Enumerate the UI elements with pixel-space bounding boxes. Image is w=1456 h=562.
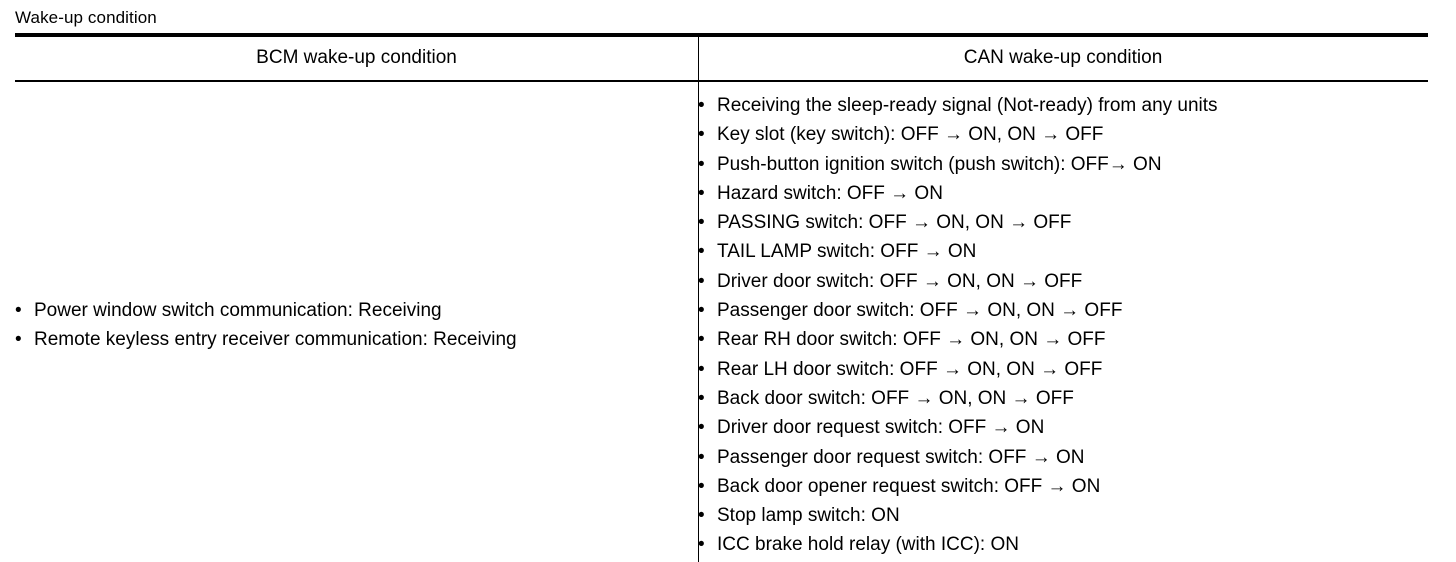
bullet-icon: • xyxy=(698,505,705,527)
bullet-icon: • xyxy=(698,300,705,322)
table-header-rule xyxy=(15,80,1428,82)
table-caption: Wake-up condition xyxy=(15,8,157,27)
cell-can-conditions: • Receiving the sleep-ready signal (Not-… xyxy=(698,82,1428,562)
table-header-row: BCM wake-up condition CAN wake-up condit… xyxy=(15,37,1428,80)
bullet-icon: • xyxy=(698,270,705,292)
list-item: • Rear RH door switch: OFF → ON, ON → OF… xyxy=(698,325,1428,354)
bullet-icon: • xyxy=(698,358,705,380)
bullet-icon: • xyxy=(698,329,705,351)
column-header-can: CAN wake-up condition xyxy=(963,47,1163,68)
bullet-icon: • xyxy=(698,446,705,468)
list-item: • Rear LH door switch: OFF → ON, ON → OF… xyxy=(698,355,1428,384)
bullet-icon: • xyxy=(698,534,705,556)
bullet-icon: • xyxy=(698,182,705,204)
can-condition-list: • Receiving the sleep-ready signal (Not-… xyxy=(698,91,1428,560)
list-item: • Remote keyless entry receiver communic… xyxy=(15,325,517,354)
list-item: • Driver door request switch: OFF → ON xyxy=(698,413,1428,442)
table-body-row: • Power window switch communication: Rec… xyxy=(15,82,1428,562)
list-item-label: Key slot (key switch): OFF → ON, ON → OF… xyxy=(717,124,1104,146)
bullet-icon: • xyxy=(698,475,705,497)
list-item-label: Back door opener request switch: OFF → O… xyxy=(717,475,1101,497)
table-top-rule xyxy=(15,33,1428,37)
list-item-label: Remote keyless entry receiver communicat… xyxy=(34,328,517,350)
list-item-label: Stop lamp switch: ON xyxy=(717,505,900,527)
list-item-label: Driver door request switch: OFF → ON xyxy=(717,417,1045,439)
bcm-condition-list: • Power window switch communication: Rec… xyxy=(15,296,517,355)
list-item: • Back door opener request switch: OFF →… xyxy=(698,472,1428,501)
list-item: • TAIL LAMP switch: OFF → ON xyxy=(698,237,1428,266)
list-item: • ICC brake hold relay (with ICC): ON xyxy=(698,530,1428,559)
list-item: • Key slot (key switch): OFF → ON, ON → … xyxy=(698,120,1428,149)
column-header-bcm: BCM wake-up condition xyxy=(256,47,457,68)
list-item-label: Passenger door request switch: OFF → ON xyxy=(717,446,1085,468)
list-item-label: ICC brake hold relay (with ICC): ON xyxy=(717,534,1019,556)
bullet-icon: • xyxy=(698,417,705,439)
bullet-icon: • xyxy=(15,328,22,350)
list-item: • Stop lamp switch: ON xyxy=(698,501,1428,530)
bullet-icon: • xyxy=(15,299,22,321)
list-item-label: Back door switch: OFF → ON, ON → OFF xyxy=(717,387,1074,409)
list-item: • Power window switch communication: Rec… xyxy=(15,296,517,325)
bullet-icon: • xyxy=(698,212,705,234)
list-item-label: Power window switch communication: Recei… xyxy=(34,299,442,321)
bullet-icon: • xyxy=(698,241,705,263)
bullet-icon: • xyxy=(698,124,705,146)
list-item: • Passenger door request switch: OFF → O… xyxy=(698,443,1428,472)
list-item: • Passenger door switch: OFF → ON, ON → … xyxy=(698,296,1428,325)
bullet-icon: • xyxy=(698,95,705,116)
list-item-label: Passenger door switch: OFF → ON, ON → OF… xyxy=(717,300,1123,322)
list-item-label: Hazard switch: OFF → ON xyxy=(717,182,943,204)
list-item: • Back door switch: OFF → ON, ON → OFF xyxy=(698,384,1428,413)
list-item-label: Driver door switch: OFF → ON, ON → OFF xyxy=(717,270,1083,292)
list-item-label: PASSING switch: OFF → ON, ON → OFF xyxy=(717,212,1072,234)
list-item: • Hazard switch: OFF → ON xyxy=(698,179,1428,208)
cell-bcm-conditions: • Power window switch communication: Rec… xyxy=(15,82,698,562)
list-item-label: Rear LH door switch: OFF → ON, ON → OFF xyxy=(717,358,1103,380)
bullet-icon: • xyxy=(698,387,705,409)
wake-up-condition-table: BCM wake-up condition CAN wake-up condit… xyxy=(15,33,1428,562)
list-item: • Push-button ignition switch (push swit… xyxy=(698,150,1428,179)
list-item-label: Receiving the sleep-ready signal (Not-re… xyxy=(717,95,1218,116)
bullet-icon: • xyxy=(698,153,705,175)
list-item: • Driver door switch: OFF → ON, ON → OFF xyxy=(698,267,1428,296)
list-item-label: TAIL LAMP switch: OFF → ON xyxy=(717,241,977,263)
list-item-label: Push-button ignition switch (push switch… xyxy=(717,153,1162,175)
list-item-label: Rear RH door switch: OFF → ON, ON → OFF xyxy=(717,329,1106,351)
list-item: • Receiving the sleep-ready signal (Not-… xyxy=(698,91,1428,120)
list-item: • PASSING switch: OFF → ON, ON → OFF xyxy=(698,208,1428,237)
